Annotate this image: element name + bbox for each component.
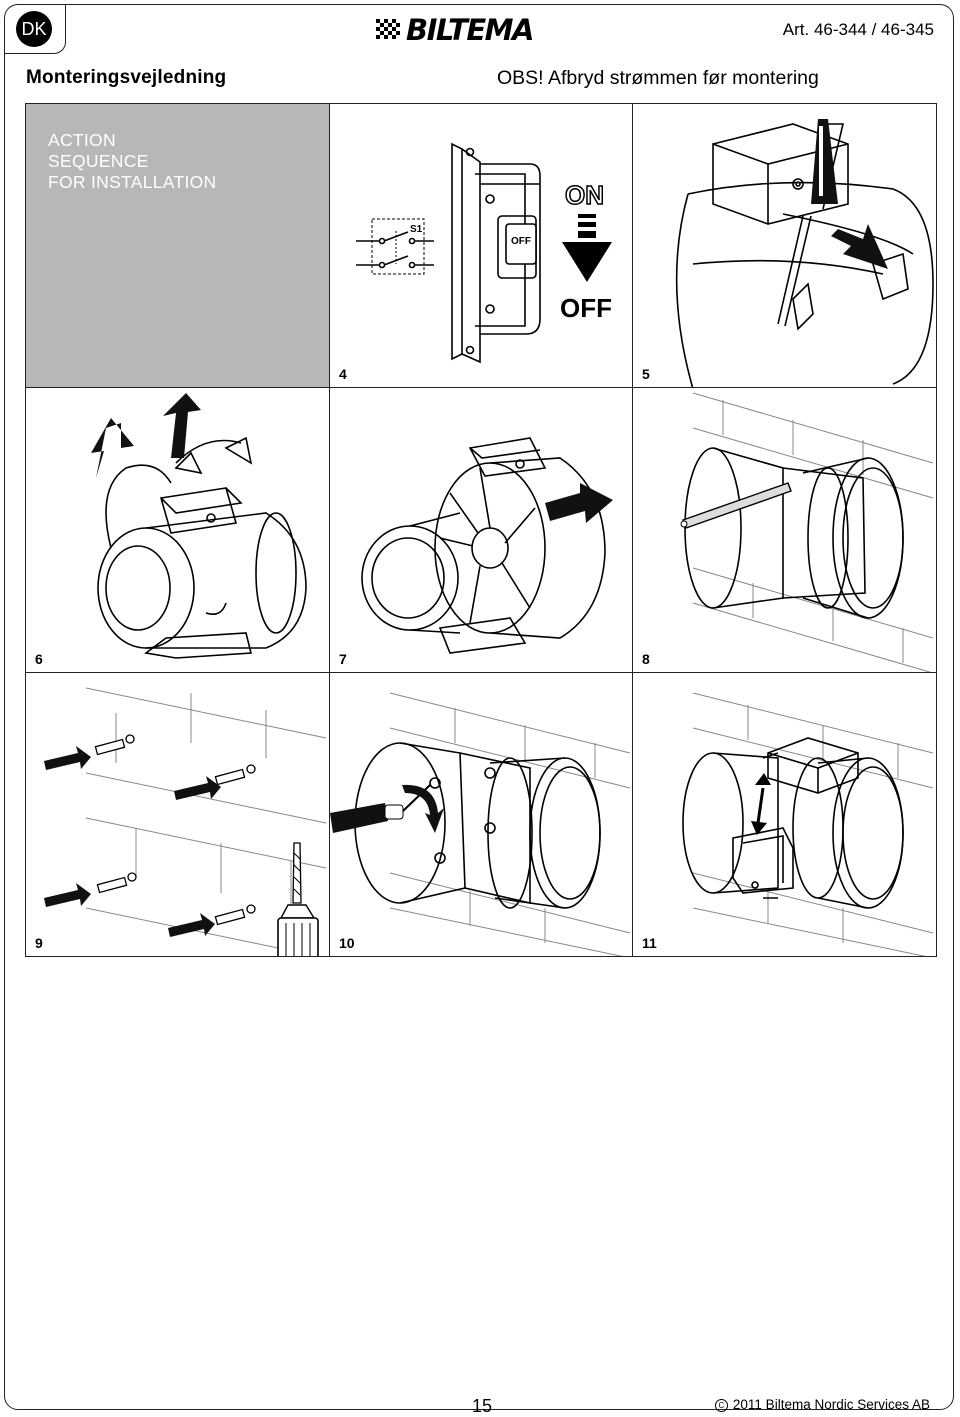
- article-number: Art. 46-344 / 46-345: [782, 20, 934, 39]
- release-clamp-illustration: [675, 119, 934, 387]
- step-5-panel: 5: [632, 103, 937, 388]
- power-switch-illustration: S1 OFF ON OFF: [356, 142, 612, 364]
- step-10-panel: 10: [329, 672, 633, 957]
- insert-arrow-icon: [44, 746, 91, 770]
- page-border: [4, 4, 954, 1410]
- screwdriver-icon: [811, 119, 838, 204]
- instruction-grid: ACTION SEQUENCE FOR INSTALLATION: [25, 103, 937, 957]
- step-number: 5: [642, 366, 650, 382]
- step-number: 11: [642, 935, 657, 951]
- step-number: 6: [35, 651, 43, 667]
- page-number: 15: [472, 1396, 493, 1416]
- lift-arrow-icon: [91, 418, 134, 478]
- language-badge: DK: [4, 4, 66, 54]
- step-7-panel: 7: [329, 387, 633, 673]
- step-number: 8: [642, 651, 650, 667]
- copyright-icon: C: [714, 1399, 728, 1412]
- drill-icon: [277, 842, 319, 956]
- switch-state-label: OFF: [511, 236, 531, 247]
- step-4-panel: S1 OFF ON OFF 4: [329, 103, 633, 388]
- intro-panel: ACTION SEQUENCE FOR INSTALLATION: [25, 103, 330, 388]
- step-6-panel: 6: [25, 387, 330, 673]
- step-number: 4: [339, 366, 347, 382]
- reattach-fan-illustration: [682, 692, 934, 956]
- off-label: OFF: [560, 293, 612, 323]
- insert-arrow-icon: [174, 776, 221, 800]
- insert-arrow-icon: [44, 883, 91, 907]
- move-arrow-icon: [751, 773, 771, 835]
- remove-clamps-illustration: [91, 393, 307, 659]
- step-8-panel: 8: [632, 387, 937, 673]
- intro-line: ACTION: [48, 130, 116, 150]
- lift-arrow-icon: [163, 393, 201, 458]
- remove-fan-body-illustration: [361, 437, 613, 654]
- screwdriver-icon: [330, 784, 431, 833]
- step-9-panel: 9: [25, 672, 330, 957]
- brand-name: BILTEMA: [406, 13, 534, 47]
- rotate-arrow-icon: [402, 784, 444, 833]
- step-11-panel: 11: [632, 672, 937, 957]
- intro-text: ACTION SEQUENCE FOR INSTALLATION: [48, 130, 216, 193]
- brand-logo: BILTEMA: [376, 13, 534, 47]
- down-arrow-icon: [562, 214, 612, 282]
- insert-arrow-icon: [168, 913, 215, 937]
- step-number: 9: [35, 935, 43, 951]
- language-code: DK: [16, 11, 52, 47]
- screw-to-wall-illustration: [330, 692, 631, 956]
- step-number: 10: [339, 935, 355, 951]
- intro-line: FOR INSTALLATION: [48, 172, 217, 192]
- pull-arrow-icon: [545, 483, 613, 523]
- direction-arrow-icon: [831, 224, 888, 269]
- marker-pencil-icon: [680, 482, 792, 529]
- intro-line: SEQUENCE: [48, 151, 149, 171]
- switch-label: S1: [410, 224, 423, 235]
- page-title: Monteringsvejledning: [26, 67, 227, 88]
- drill-and-plugs-illustration: [44, 687, 327, 956]
- mark-holes-illustration: [680, 392, 934, 672]
- step-number: 7: [339, 651, 347, 667]
- warning-note: OBS! Afbryd strømmen før montering: [497, 67, 819, 89]
- copyright: C 2011 Biltema Nordic Services AB: [714, 1397, 930, 1412]
- copyright-text: 2011 Biltema Nordic Services AB: [732, 1397, 930, 1412]
- checkered-flag-icon: [376, 19, 400, 39]
- on-label: ON: [565, 180, 604, 210]
